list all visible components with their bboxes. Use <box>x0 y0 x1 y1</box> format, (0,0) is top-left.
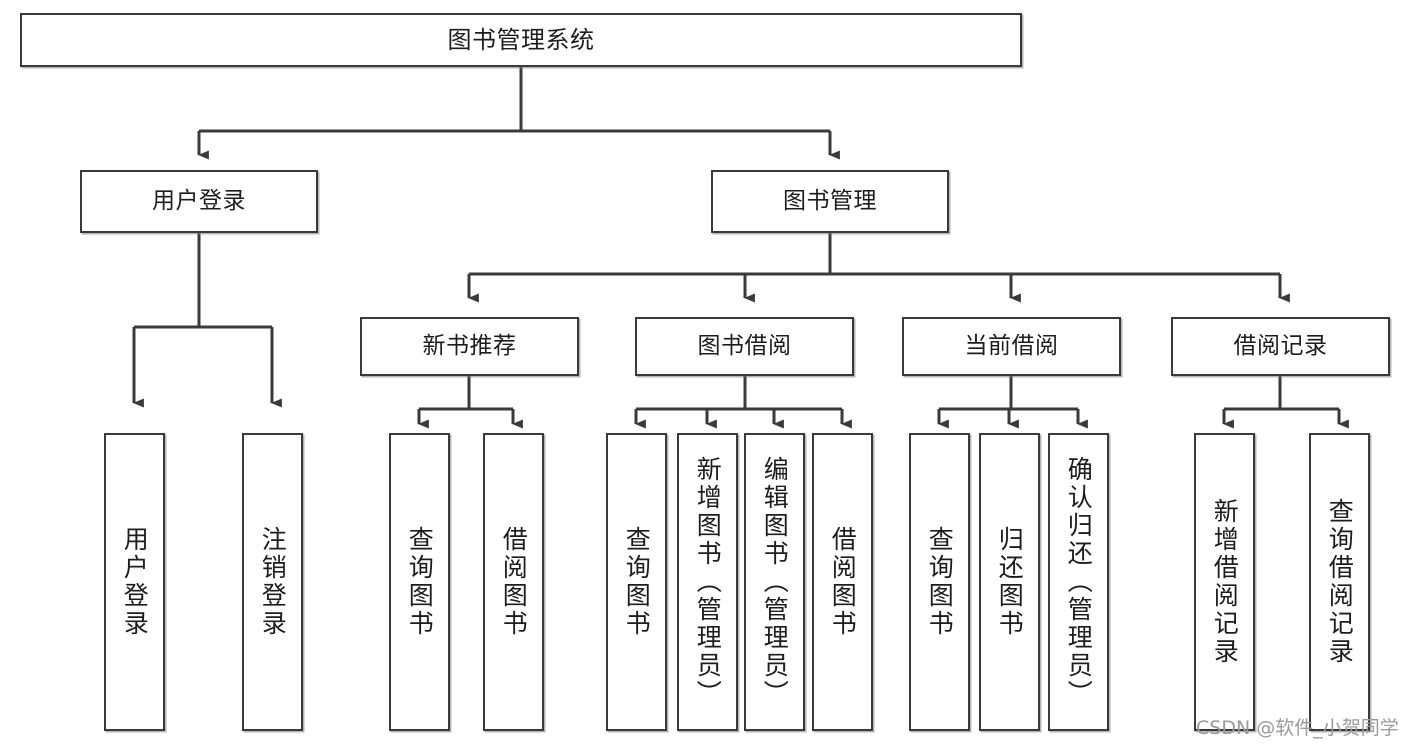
node-user-login[interactable]: 用户登录 <box>80 170 318 233</box>
node-label: 查询图书 <box>925 526 955 638</box>
node-leaf-borrow-book-2[interactable]: 借阅图书 <box>812 433 873 731</box>
node-label: 借阅图书 <box>499 526 529 638</box>
node-label: 确认归还（管理员） <box>1064 456 1094 708</box>
node-label: 新增借阅记录 <box>1210 498 1240 666</box>
csdn-watermark: CSDN @软件_小贺同学 <box>1196 717 1399 739</box>
node-label: 借阅记录 <box>1233 332 1328 359</box>
node-leaf-query-book-3[interactable]: 查询图书 <box>909 433 970 731</box>
node-label: 借阅图书 <box>828 526 858 638</box>
node-current-borrow[interactable]: 当前借阅 <box>902 317 1121 376</box>
node-leaf-add-borrow-record[interactable]: 新增借阅记录 <box>1194 433 1255 731</box>
node-label: 图书管理 <box>783 187 877 214</box>
node-leaf-query-book-2[interactable]: 查询图书 <box>606 433 667 731</box>
node-label: 编辑图书（管理员） <box>760 456 790 708</box>
node-label: 查询借阅记录 <box>1325 498 1355 666</box>
node-label: 图书借阅 <box>697 332 792 359</box>
node-label: 用户登录 <box>152 187 246 214</box>
node-leaf-edit-book[interactable]: 编辑图书（管理员） <box>744 433 805 731</box>
node-root-book-management-system[interactable]: 图书管理系统 <box>20 13 1022 67</box>
node-label: 查询图书 <box>405 526 435 638</box>
node-leaf-return-book[interactable]: 归还图书 <box>979 433 1040 731</box>
node-leaf-add-book[interactable]: 新增图书（管理员） <box>677 433 738 731</box>
node-book-borrow[interactable]: 图书借阅 <box>635 317 854 376</box>
node-new-book-recommendation[interactable]: 新书推荐 <box>360 317 579 376</box>
node-label: 新增图书（管理员） <box>693 456 723 708</box>
node-leaf-query-book-1[interactable]: 查询图书 <box>389 433 450 731</box>
node-leaf-user-login[interactable]: 用户登录 <box>104 433 165 731</box>
node-label: 图书管理系统 <box>447 25 595 54</box>
node-leaf-borrow-book-1[interactable]: 借阅图书 <box>483 433 544 731</box>
node-leaf-logout[interactable]: 注销登录 <box>242 433 303 731</box>
node-book-management[interactable]: 图书管理 <box>711 170 949 233</box>
node-leaf-confirm-return[interactable]: 确认归还（管理员） <box>1048 433 1109 731</box>
node-label: 新书推荐 <box>422 332 517 359</box>
node-label: 当前借阅 <box>964 332 1059 359</box>
node-label: 注销登录 <box>258 526 288 638</box>
node-label: 用户登录 <box>120 526 150 638</box>
node-borrow-record[interactable]: 借阅记录 <box>1171 317 1390 376</box>
node-label: 查询图书 <box>622 526 652 638</box>
node-label: 归还图书 <box>995 526 1025 638</box>
node-leaf-query-borrow-record[interactable]: 查询借阅记录 <box>1309 433 1370 731</box>
